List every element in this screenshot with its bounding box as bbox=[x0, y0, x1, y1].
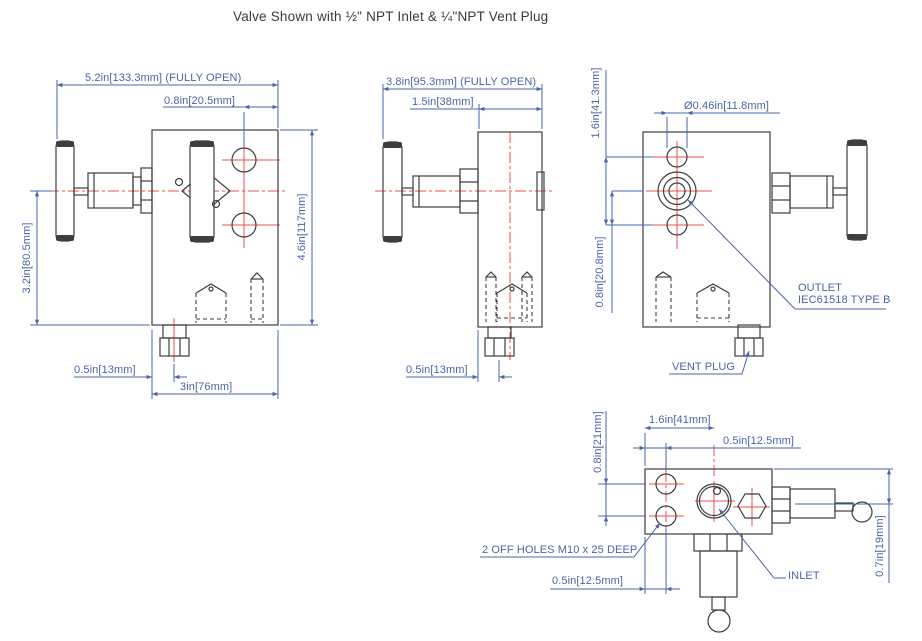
label-inlet: INLET bbox=[788, 570, 820, 582]
front-view-drawing bbox=[30, 80, 318, 399]
dim-top-hole-edge-offset: 0.5in[12.5mm] bbox=[723, 435, 795, 447]
dim-outlet-to-hole: 0.8in[20.8mm] bbox=[594, 236, 606, 308]
label-outlet: OUTLET bbox=[798, 282, 842, 294]
dim-outlet-diameter: Ø0.46in[11.8mm] bbox=[684, 100, 770, 112]
dim-top-hole-spacing: 0.8in[21mm] bbox=[592, 411, 604, 473]
dim-top-handle-height: 0.7in[19mm] bbox=[874, 515, 886, 577]
label-outlet-standard: IEC61518 TYPE B bbox=[798, 294, 891, 306]
dim-front-height: 4.6in[117mm] bbox=[296, 193, 308, 261]
dim-side-vent-offset: 0.5in[13mm] bbox=[406, 364, 468, 376]
dim-front-vent-offset: 0.5in[13mm] bbox=[74, 364, 136, 376]
dim-top-hole-edge-offset-2: 0.5in[12.5mm] bbox=[552, 575, 624, 587]
label-mounting-holes: 2 OFF HOLES M10 x 25 DEEP bbox=[482, 544, 638, 556]
label-vent-plug: VENT PLUG bbox=[672, 361, 736, 373]
dim-side-fully-open: 3.8in[95.3mm] (FULLY OPEN) bbox=[386, 76, 537, 88]
dim-front-fully-open: 5.2in[133.3mm] (FULLY OPEN) bbox=[85, 72, 242, 84]
top-view-drawing bbox=[480, 411, 893, 633]
dim-front-port-offset: 0.8in[20.5mm] bbox=[164, 95, 236, 107]
dim-top-inlet-offset: 1.6in[41mm] bbox=[649, 414, 711, 426]
dim-front-width: 3in[76mm] bbox=[180, 381, 233, 393]
dim-side-depth: 1.5in[38mm] bbox=[412, 96, 474, 108]
outlet-view-drawing bbox=[603, 70, 886, 375]
dim-front-center-to-base: 3.2in[80.5mm] bbox=[21, 222, 33, 294]
drawing-title: Valve Shown with ½" NPT Inlet & ¼"NPT Ve… bbox=[233, 9, 549, 24]
side-view-drawing bbox=[375, 84, 552, 382]
dim-outlet-hole-spacing: 1.6in[41.3mm] bbox=[590, 67, 602, 139]
